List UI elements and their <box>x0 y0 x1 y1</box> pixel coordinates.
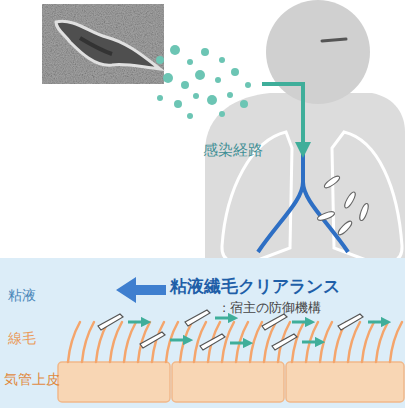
person-brow <box>322 39 346 41</box>
bacterium <box>323 174 341 189</box>
droplet <box>195 70 205 80</box>
droplet <box>187 113 193 119</box>
micrograph-photo <box>42 4 164 84</box>
droplet <box>181 81 189 89</box>
droplet <box>227 92 233 98</box>
bacterium <box>343 191 357 210</box>
droplet <box>219 57 225 63</box>
bacterium-core <box>80 38 112 54</box>
droplet <box>156 56 164 64</box>
left-bronchus <box>258 150 303 252</box>
route-label: 感染経路 <box>203 141 263 159</box>
band-heading: 粘液繊毛クリアランス <box>170 276 402 296</box>
droplets <box>156 45 251 119</box>
right-bronchus <box>303 182 348 252</box>
droplet <box>215 77 221 83</box>
droplet <box>240 100 248 108</box>
droplet <box>193 93 199 99</box>
droplet <box>207 95 217 105</box>
droplet <box>201 48 209 56</box>
mucus-band: 粘液繊毛クリアランス : 宿主の防御機構 <box>0 258 405 408</box>
droplet <box>157 95 163 101</box>
left-lung <box>222 132 292 264</box>
droplet <box>170 45 180 55</box>
droplet <box>187 59 193 65</box>
droplet <box>174 100 182 108</box>
droplet <box>163 73 173 83</box>
bacterium <box>317 210 336 222</box>
infection-path <box>262 84 303 150</box>
person-head <box>266 0 370 104</box>
bacterium <box>337 220 354 237</box>
lung-bacteria <box>317 174 370 236</box>
band-subtitle: : 宿主の防御機構 <box>222 300 402 315</box>
droplet <box>219 111 225 117</box>
droplet <box>245 82 251 88</box>
droplet <box>231 68 239 76</box>
bacterium <box>358 203 370 222</box>
bacterium-micrograph <box>56 21 160 69</box>
